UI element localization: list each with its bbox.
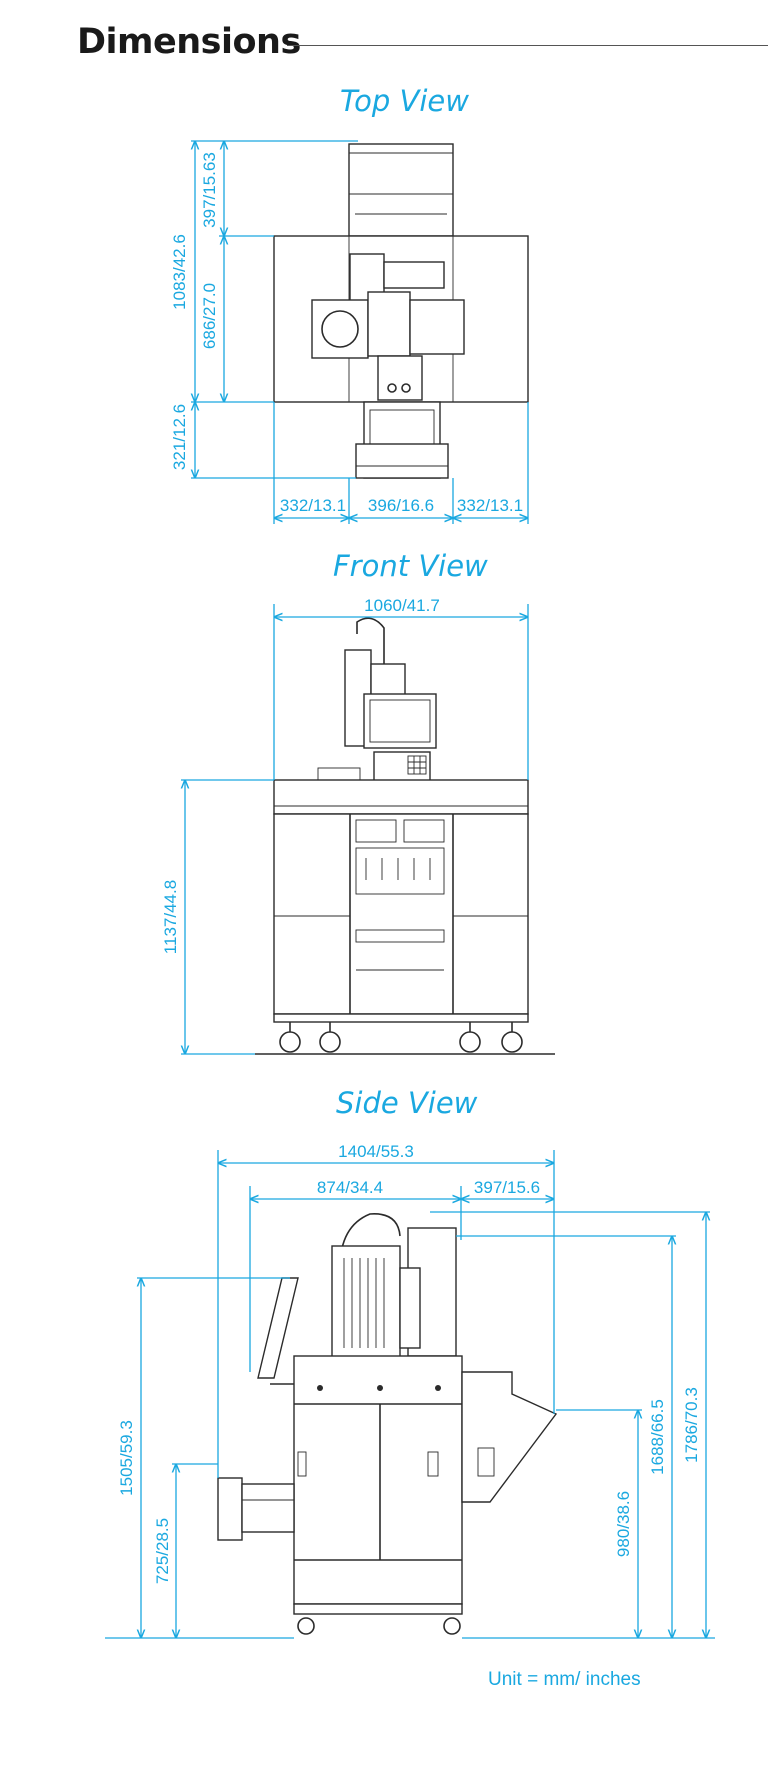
dim-side-overall-height: 1786/70.3: [682, 1387, 701, 1463]
dim-front-overall-width: 1060/41.7: [364, 596, 440, 615]
dim-top-overall-depth: 1083/42.6: [170, 234, 189, 310]
dim-top-center-width: 396/16.6: [368, 496, 434, 515]
front-view-title: Front View: [333, 549, 488, 583]
top-view-title: Top View: [340, 84, 469, 118]
dim-side-rear-length: 397/15.6: [474, 1178, 540, 1197]
side-view-drawing: [217, 1213, 558, 1635]
dim-side-front-length: 874/34.4: [317, 1178, 383, 1197]
dim-side-tray-height: 725/28.5: [153, 1518, 172, 1584]
dim-top-front-section: 321/12.6: [170, 404, 189, 470]
dim-front-table-height: 1137/44.8: [161, 880, 180, 954]
title-rule: [287, 45, 768, 46]
dim-side-head-height: 1688/66.5: [648, 1399, 667, 1475]
side-view-dimensions: 1404/55.3 874/34.4 397/15.6 1505/59.3 72…: [105, 1142, 715, 1639]
page-title: Dimensions: [77, 22, 301, 62]
dim-top-main-section: 686/27.0: [200, 283, 219, 349]
dim-top-right-width: 332/13.1: [457, 496, 523, 515]
dim-side-monitor-height: 1505/59.3: [117, 1420, 136, 1496]
dim-side-overall-length: 1404/55.3: [338, 1142, 414, 1161]
top-view-dimensions: 1083/42.6 397/15.63 686/27.0 321/12.6 33…: [170, 140, 529, 524]
unit-note: Unit = mm/ inches: [488, 1669, 641, 1690]
keypad: [407, 755, 427, 775]
front-view-dimensions: 1060/41.7 1137/44.8: [161, 596, 529, 1055]
dim-top-rear-section: 397/15.63: [200, 152, 219, 228]
top-view-drawing: [273, 143, 529, 479]
front-view-drawing: [255, 617, 555, 1055]
dim-side-rear-chute-height: 980/38.6: [614, 1491, 633, 1557]
dim-top-left-width: 332/13.1: [280, 496, 346, 515]
side-view-title: Side View: [336, 1086, 478, 1120]
